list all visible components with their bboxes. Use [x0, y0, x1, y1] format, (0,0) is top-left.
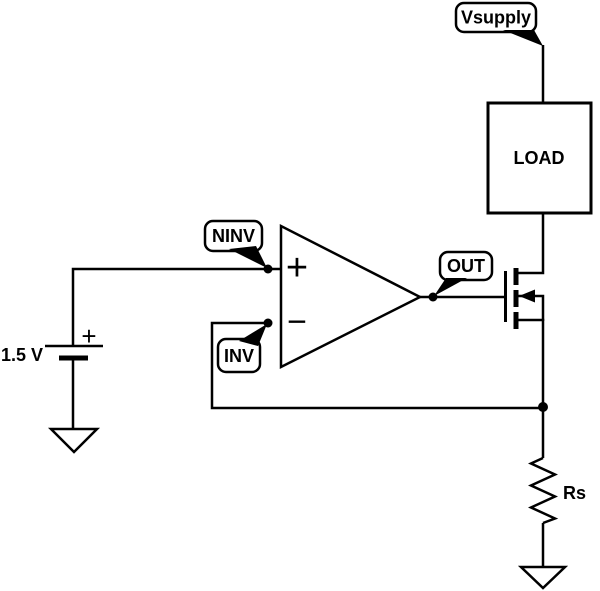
- inv-callout-tail: [239, 324, 267, 346]
- net-label-vsupply: Vsupply: [454, 1, 543, 46]
- ground-symbol-battery: [47, 427, 101, 454]
- nmos-transistor: [504, 268, 535, 329]
- out-callout-tail: [434, 278, 467, 296]
- opamp-triangle: [279, 223, 423, 370]
- vsupply-callout-tail: [503, 30, 543, 46]
- resistor-rs: Rs: [527, 456, 586, 525]
- vsupply-label: Vsupply: [461, 8, 531, 28]
- wire-mosfet-source: [516, 318, 545, 458]
- inv-callout-box: [216, 337, 262, 374]
- wire-load-to-drain: [516, 213, 545, 275]
- ninv-label: NINV: [212, 226, 255, 246]
- battery-plus-mark: +: [81, 321, 96, 351]
- resistor-label: Rs: [563, 483, 586, 503]
- inv-label: INV: [224, 346, 254, 366]
- ground-symbol-source: [517, 565, 569, 590]
- out-callout-box: [438, 250, 494, 282]
- ninv-callout-tail: [229, 246, 267, 268]
- battery: 1.5 V +: [1, 321, 103, 365]
- load-box: [486, 101, 593, 215]
- load-label: LOAD: [514, 148, 565, 168]
- opamp: + −: [279, 223, 423, 370]
- vsupply-callout-box: [454, 1, 538, 34]
- nmos-body-arrow-icon: [519, 289, 535, 303]
- opamp-noninverting-mark: +: [286, 247, 308, 289]
- resistor-zigzag: [527, 456, 559, 525]
- load-component: LOAD: [486, 101, 593, 215]
- wire-feedback: [210, 321, 543, 410]
- opamp-inverting-mark: −: [287, 303, 307, 341]
- net-label-out: OUT: [434, 250, 494, 296]
- net-label-ninv: NINV: [203, 219, 267, 268]
- battery-value-label: 1.5 V: [1, 345, 43, 365]
- junction-dot-source-sense: [538, 402, 548, 412]
- net-label-inv: INV: [216, 324, 267, 374]
- wire-battery-to-ninv: [71, 267, 281, 346]
- out-label: OUT: [447, 256, 485, 276]
